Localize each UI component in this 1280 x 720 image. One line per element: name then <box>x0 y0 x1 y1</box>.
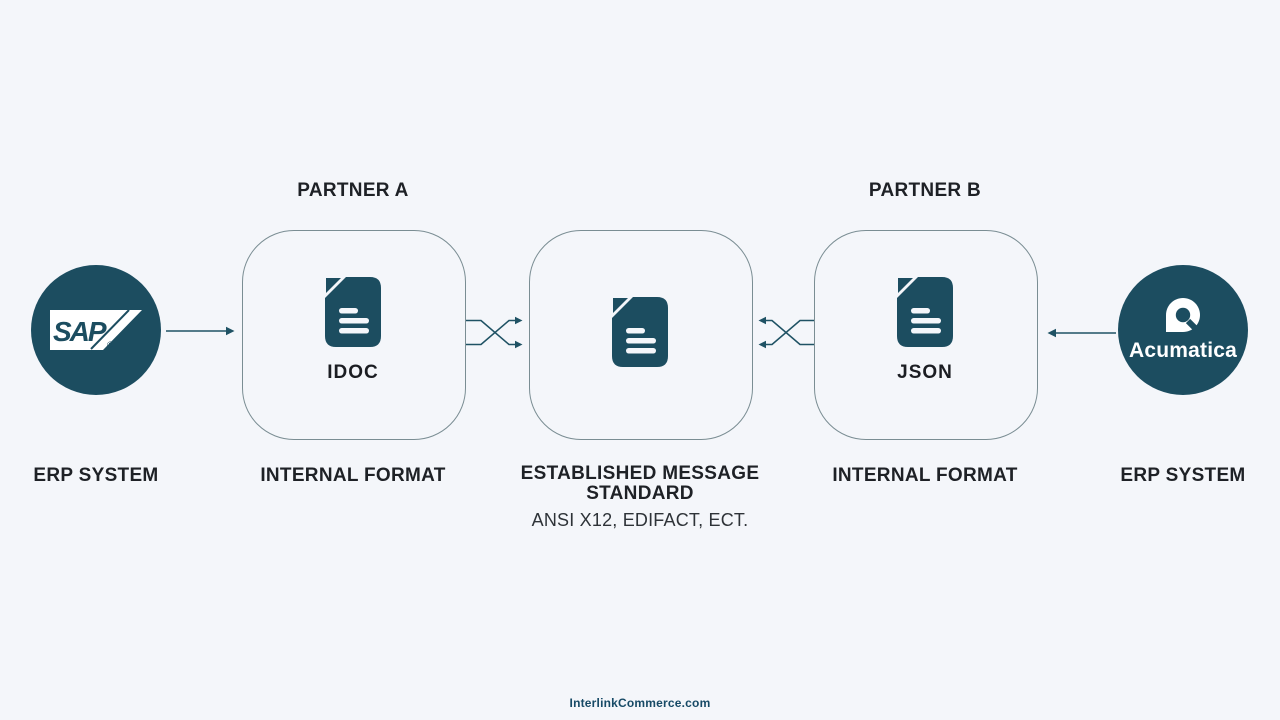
sap-logo-circle: SAP ® <box>31 265 161 395</box>
footer-site-label: InterlinkCommerce.com <box>569 696 711 710</box>
document-icon <box>612 297 668 367</box>
partner-b-box <box>814 230 1038 440</box>
idoc-label: IDOC <box>327 362 379 383</box>
crossing-arrows-right-icon <box>466 316 523 349</box>
acumatica-wordmark: Acumatica <box>1128 339 1237 362</box>
acumatica-logo-circle: Acumatica <box>1118 265 1248 395</box>
json-label: JSON <box>897 362 953 383</box>
registered-trademark-symbol: ® <box>107 340 114 350</box>
arrow-right-icon <box>166 326 235 336</box>
established-message-standard-label: ESTABLISHED MESSAGE STANDARD <box>520 463 760 504</box>
internal-format-label-a: INTERNAL FORMAT <box>260 465 446 486</box>
message-standard-examples: ANSI X12, EDIFACT, ECT. <box>531 510 749 530</box>
message-standard-box <box>529 230 753 440</box>
crossing-arrows-left-icon <box>758 316 815 349</box>
document-icon <box>325 277 381 347</box>
partner-a-box <box>242 230 466 440</box>
erp-system-label-left: ERP SYSTEM <box>33 465 159 486</box>
sap-logo-icon: SAP ® <box>50 310 142 350</box>
sap-logo-text: SAP <box>53 316 107 347</box>
arrow-left-icon <box>1047 328 1116 338</box>
partner-a-heading: PARTNER A <box>297 180 409 201</box>
erp-system-label-right: ERP SYSTEM <box>1120 465 1246 486</box>
partner-b-heading: PARTNER B <box>868 180 982 201</box>
document-icon <box>897 277 953 347</box>
internal-format-label-b: INTERNAL FORMAT <box>832 465 1018 486</box>
acumatica-logo-mark-icon <box>1166 298 1200 332</box>
